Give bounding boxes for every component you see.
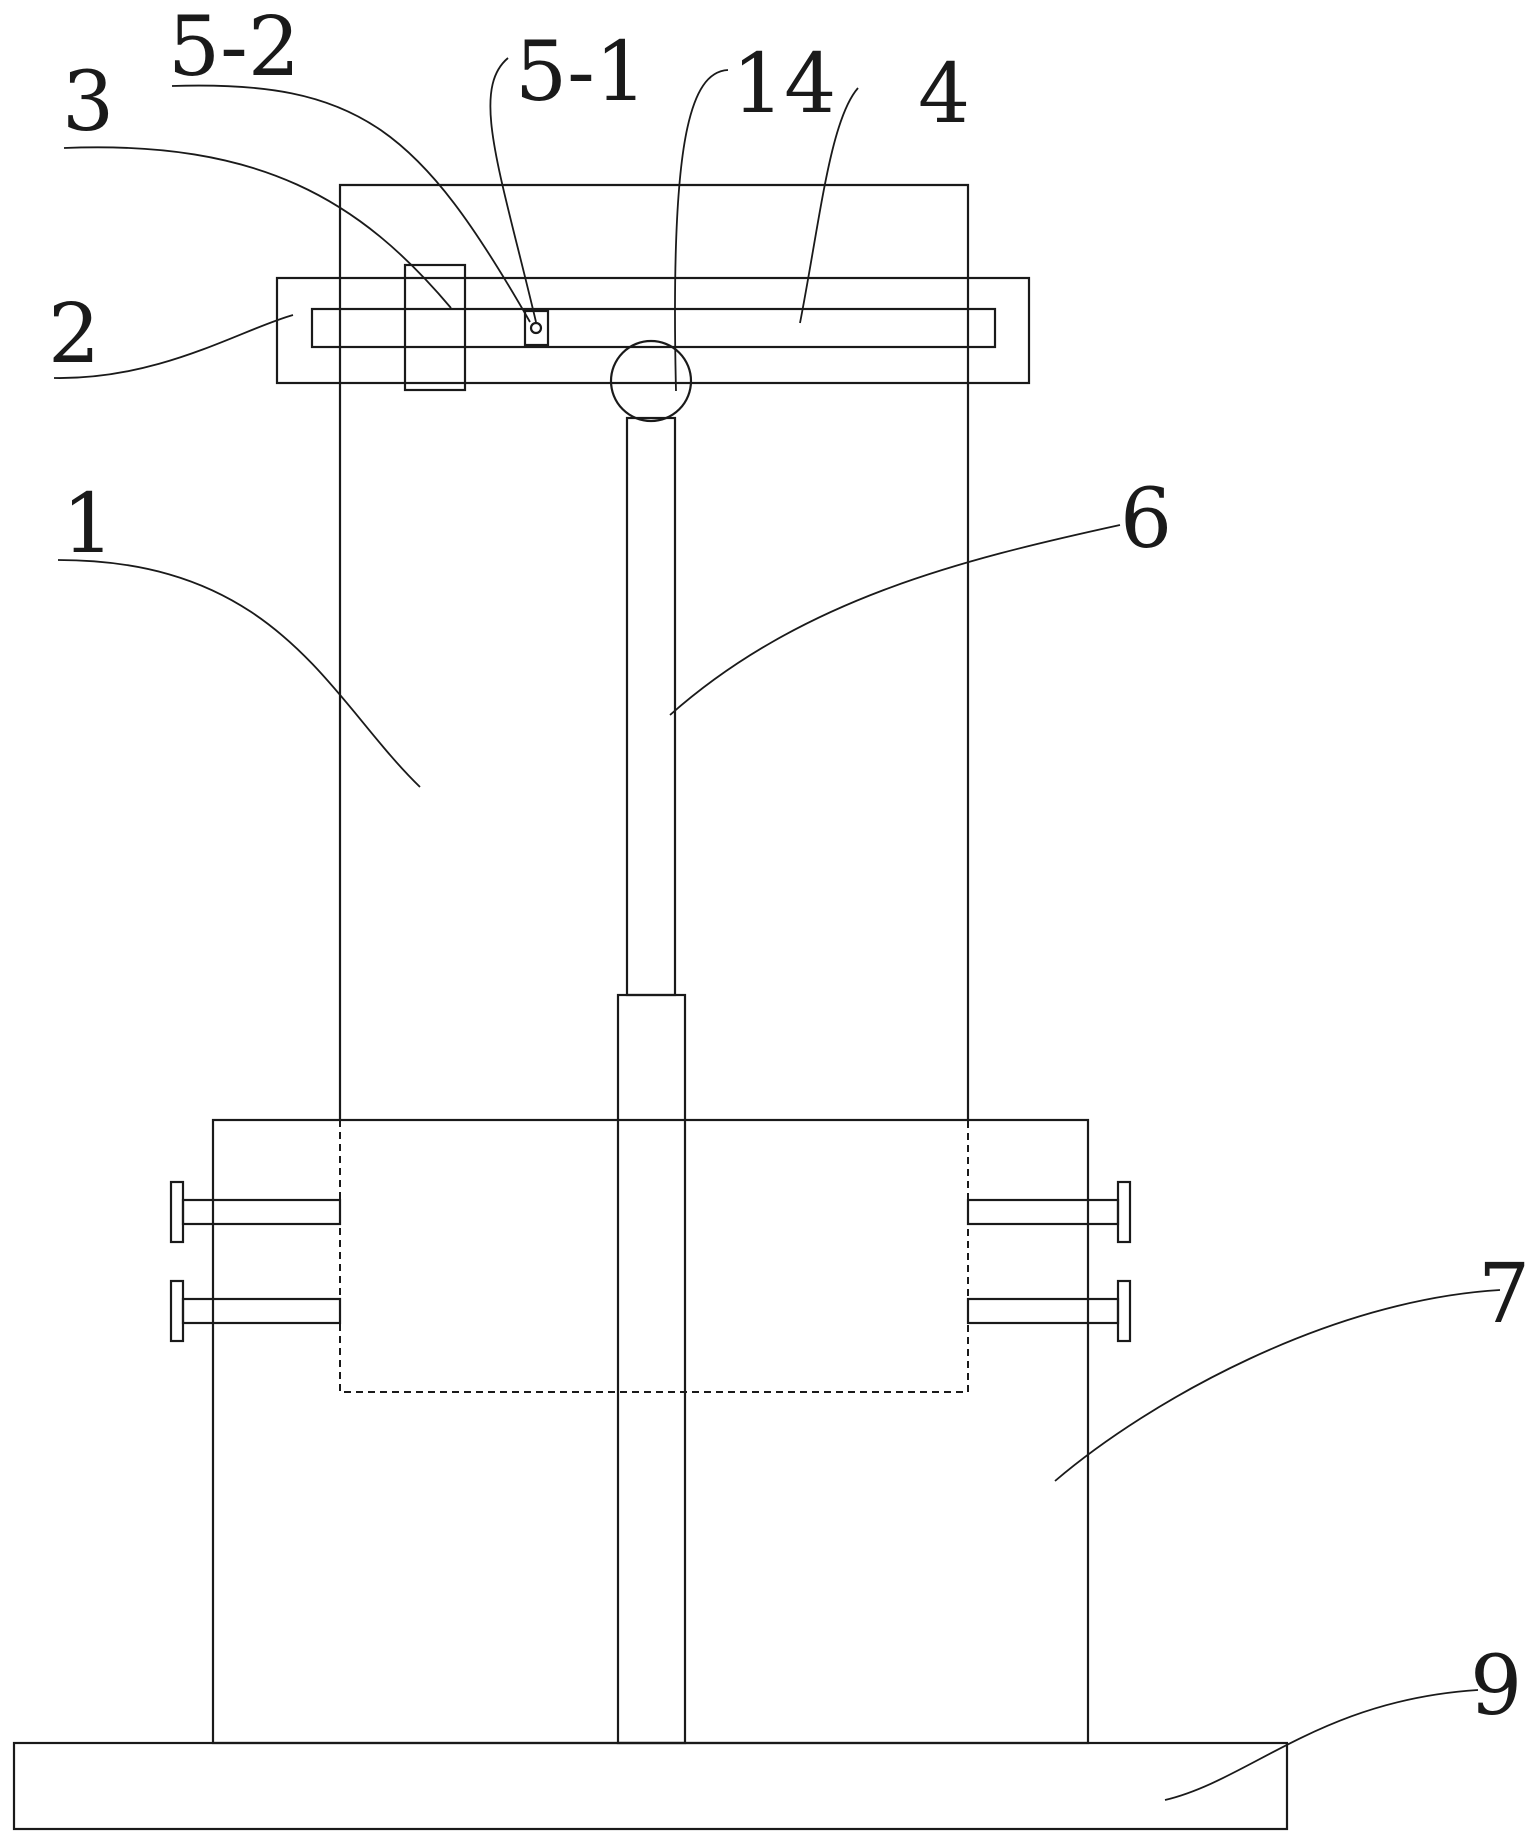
callout-3: 3 [62, 55, 114, 150]
sensor-housing [523, 309, 550, 347]
leader-14 [674, 69, 729, 392]
pivot-ball [609, 339, 693, 423]
sensor-dot [529, 321, 543, 335]
callout-14: 14 [732, 37, 836, 132]
callout-5-2: 5-2 [168, 0, 300, 95]
left-handle-lower [169, 1279, 342, 1343]
upper-column-body [338, 183, 970, 1120]
right-handle-upper [966, 1180, 1132, 1244]
leader-1 [57, 559, 421, 788]
right-handle-lower [966, 1279, 1132, 1343]
lower-rod [616, 993, 687, 1745]
callout-9: 9 [1470, 1639, 1522, 1734]
leader-3 [63, 146, 452, 309]
leader-4 [799, 87, 859, 324]
callout-7: 7 [1478, 1247, 1530, 1342]
leader-6 [669, 524, 1121, 716]
leader-7 [1054, 1289, 1501, 1482]
horizontal-frame [275, 276, 1031, 385]
callout-5-1: 5-1 [515, 25, 647, 120]
leader-2 [53, 314, 294, 379]
leader-9 [1164, 1689, 1479, 1801]
left-handle-upper [169, 1180, 342, 1244]
base-plate [12, 1741, 1289, 1831]
callout-2: 2 [48, 287, 100, 382]
leader-5-1 [489, 57, 537, 323]
callout-1: 1 [62, 477, 114, 572]
guide-slot [310, 307, 997, 349]
leader-5-2 [171, 84, 531, 323]
callout-6: 6 [1120, 472, 1172, 567]
lower-housing [211, 1118, 1090, 1745]
callout-4: 4 [918, 47, 970, 142]
upper-rod [625, 416, 677, 997]
column-hidden-outline [339, 1120, 969, 1393]
sliding-block [403, 263, 467, 392]
